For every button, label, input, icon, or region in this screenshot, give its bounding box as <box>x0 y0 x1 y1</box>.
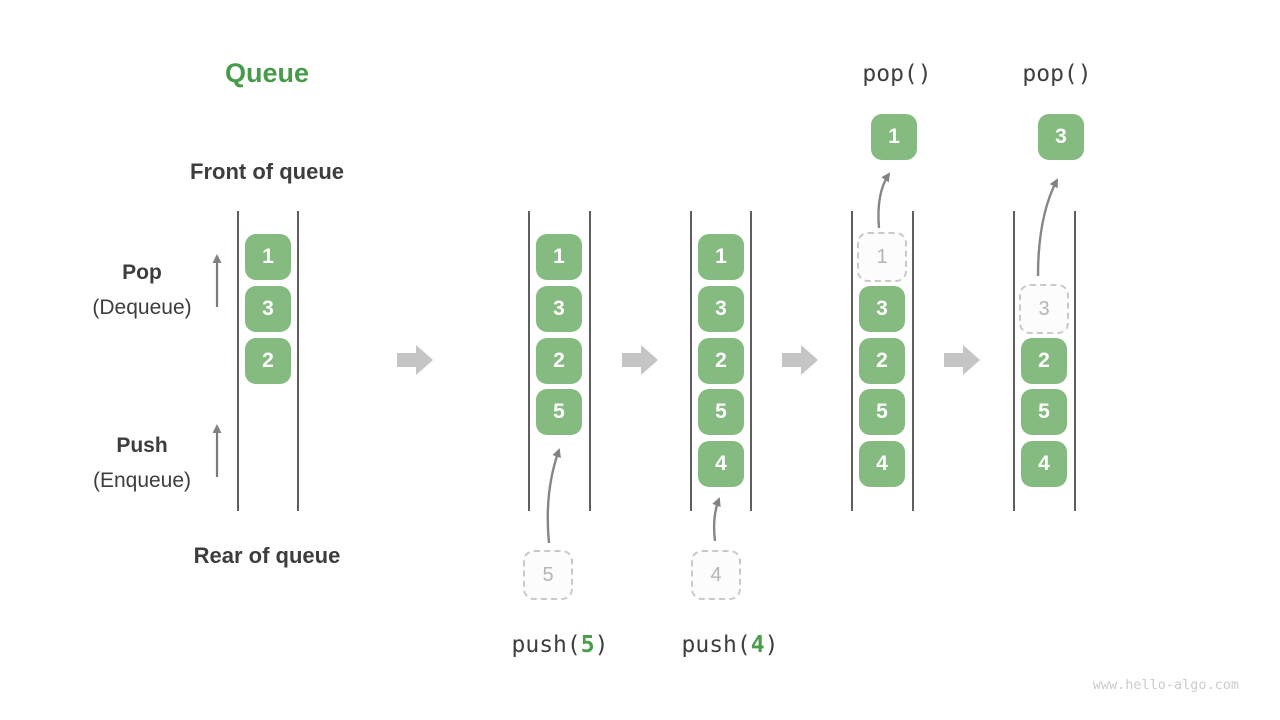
pop-call-label-1: pop() <box>862 61 932 87</box>
removed-element-ghost: 3 <box>1019 284 1069 334</box>
queue-wall <box>1074 211 1076 511</box>
queue-element: 1 <box>245 234 291 280</box>
push5-arg: 5 <box>580 632 595 658</box>
pop-label: Pop <box>122 261 162 284</box>
push4-call-label: push(4) <box>682 632 779 658</box>
queue-element: 2 <box>859 338 905 384</box>
motion-arrows <box>546 172 1059 544</box>
pop3-arrow <box>1036 178 1059 277</box>
queue-element: 2 <box>1021 338 1067 384</box>
queue-element: 1 <box>698 234 744 280</box>
queue-element: 5 <box>536 389 582 435</box>
queue-element: 5 <box>1021 389 1067 435</box>
queue-element: 5 <box>698 389 744 435</box>
queue-element: 3 <box>245 286 291 332</box>
queue-element: 2 <box>698 338 744 384</box>
popped-element: 3 <box>1038 114 1084 160</box>
block-arrow-3 <box>782 345 818 375</box>
diagram-title: Queue <box>224 58 310 88</box>
queue-wall <box>750 211 752 511</box>
queue-element: 4 <box>1021 441 1067 487</box>
queue-element: 3 <box>859 286 905 332</box>
push5-call-label: push(5) <box>512 632 609 658</box>
incoming-element-ghost: 5 <box>523 550 573 600</box>
push5-fn: push( <box>511 632 581 658</box>
queue-element: 2 <box>536 338 582 384</box>
rear-of-queue-label: Rear of queue <box>193 543 341 568</box>
push-label: Push <box>116 434 168 457</box>
push4-fn: push( <box>681 632 751 658</box>
block-arrow-4 <box>944 345 980 375</box>
push4-arg: 4 <box>750 632 765 658</box>
queue-wall <box>690 211 692 511</box>
popped-element: 1 <box>871 114 917 160</box>
queue-element: 1 <box>536 234 582 280</box>
removed-element-ghost: 1 <box>857 232 907 282</box>
push4-arrow <box>712 497 721 542</box>
queue-element: 5 <box>859 389 905 435</box>
pop-call-label-2: pop() <box>1022 61 1092 87</box>
push5-arrow <box>546 448 561 544</box>
queue-wall <box>1013 211 1015 511</box>
queue-wall <box>912 211 914 511</box>
queue-wall <box>851 211 853 511</box>
pop1-arrow <box>877 172 891 229</box>
push4-close: ) <box>764 632 779 658</box>
queue-element: 3 <box>698 286 744 332</box>
dequeue-label: (Dequeue) <box>92 296 192 319</box>
front-of-queue-label: Front of queue <box>190 159 344 184</box>
queue-wall <box>528 211 530 511</box>
watermark: www.hello-algo.com <box>1092 677 1239 693</box>
queue-wall <box>297 211 299 511</box>
enqueue-label: (Enqueue) <box>92 469 192 492</box>
block-arrow-1 <box>397 345 433 375</box>
queue-element: 4 <box>859 441 905 487</box>
incoming-element-ghost: 4 <box>691 550 741 600</box>
block-arrow-2 <box>622 345 658 375</box>
queue-wall <box>589 211 591 511</box>
queue-element: 4 <box>698 441 744 487</box>
push5-close: ) <box>594 632 609 658</box>
queue-wall <box>237 211 239 511</box>
queue-element: 3 <box>536 286 582 332</box>
queue-element: 2 <box>245 338 291 384</box>
